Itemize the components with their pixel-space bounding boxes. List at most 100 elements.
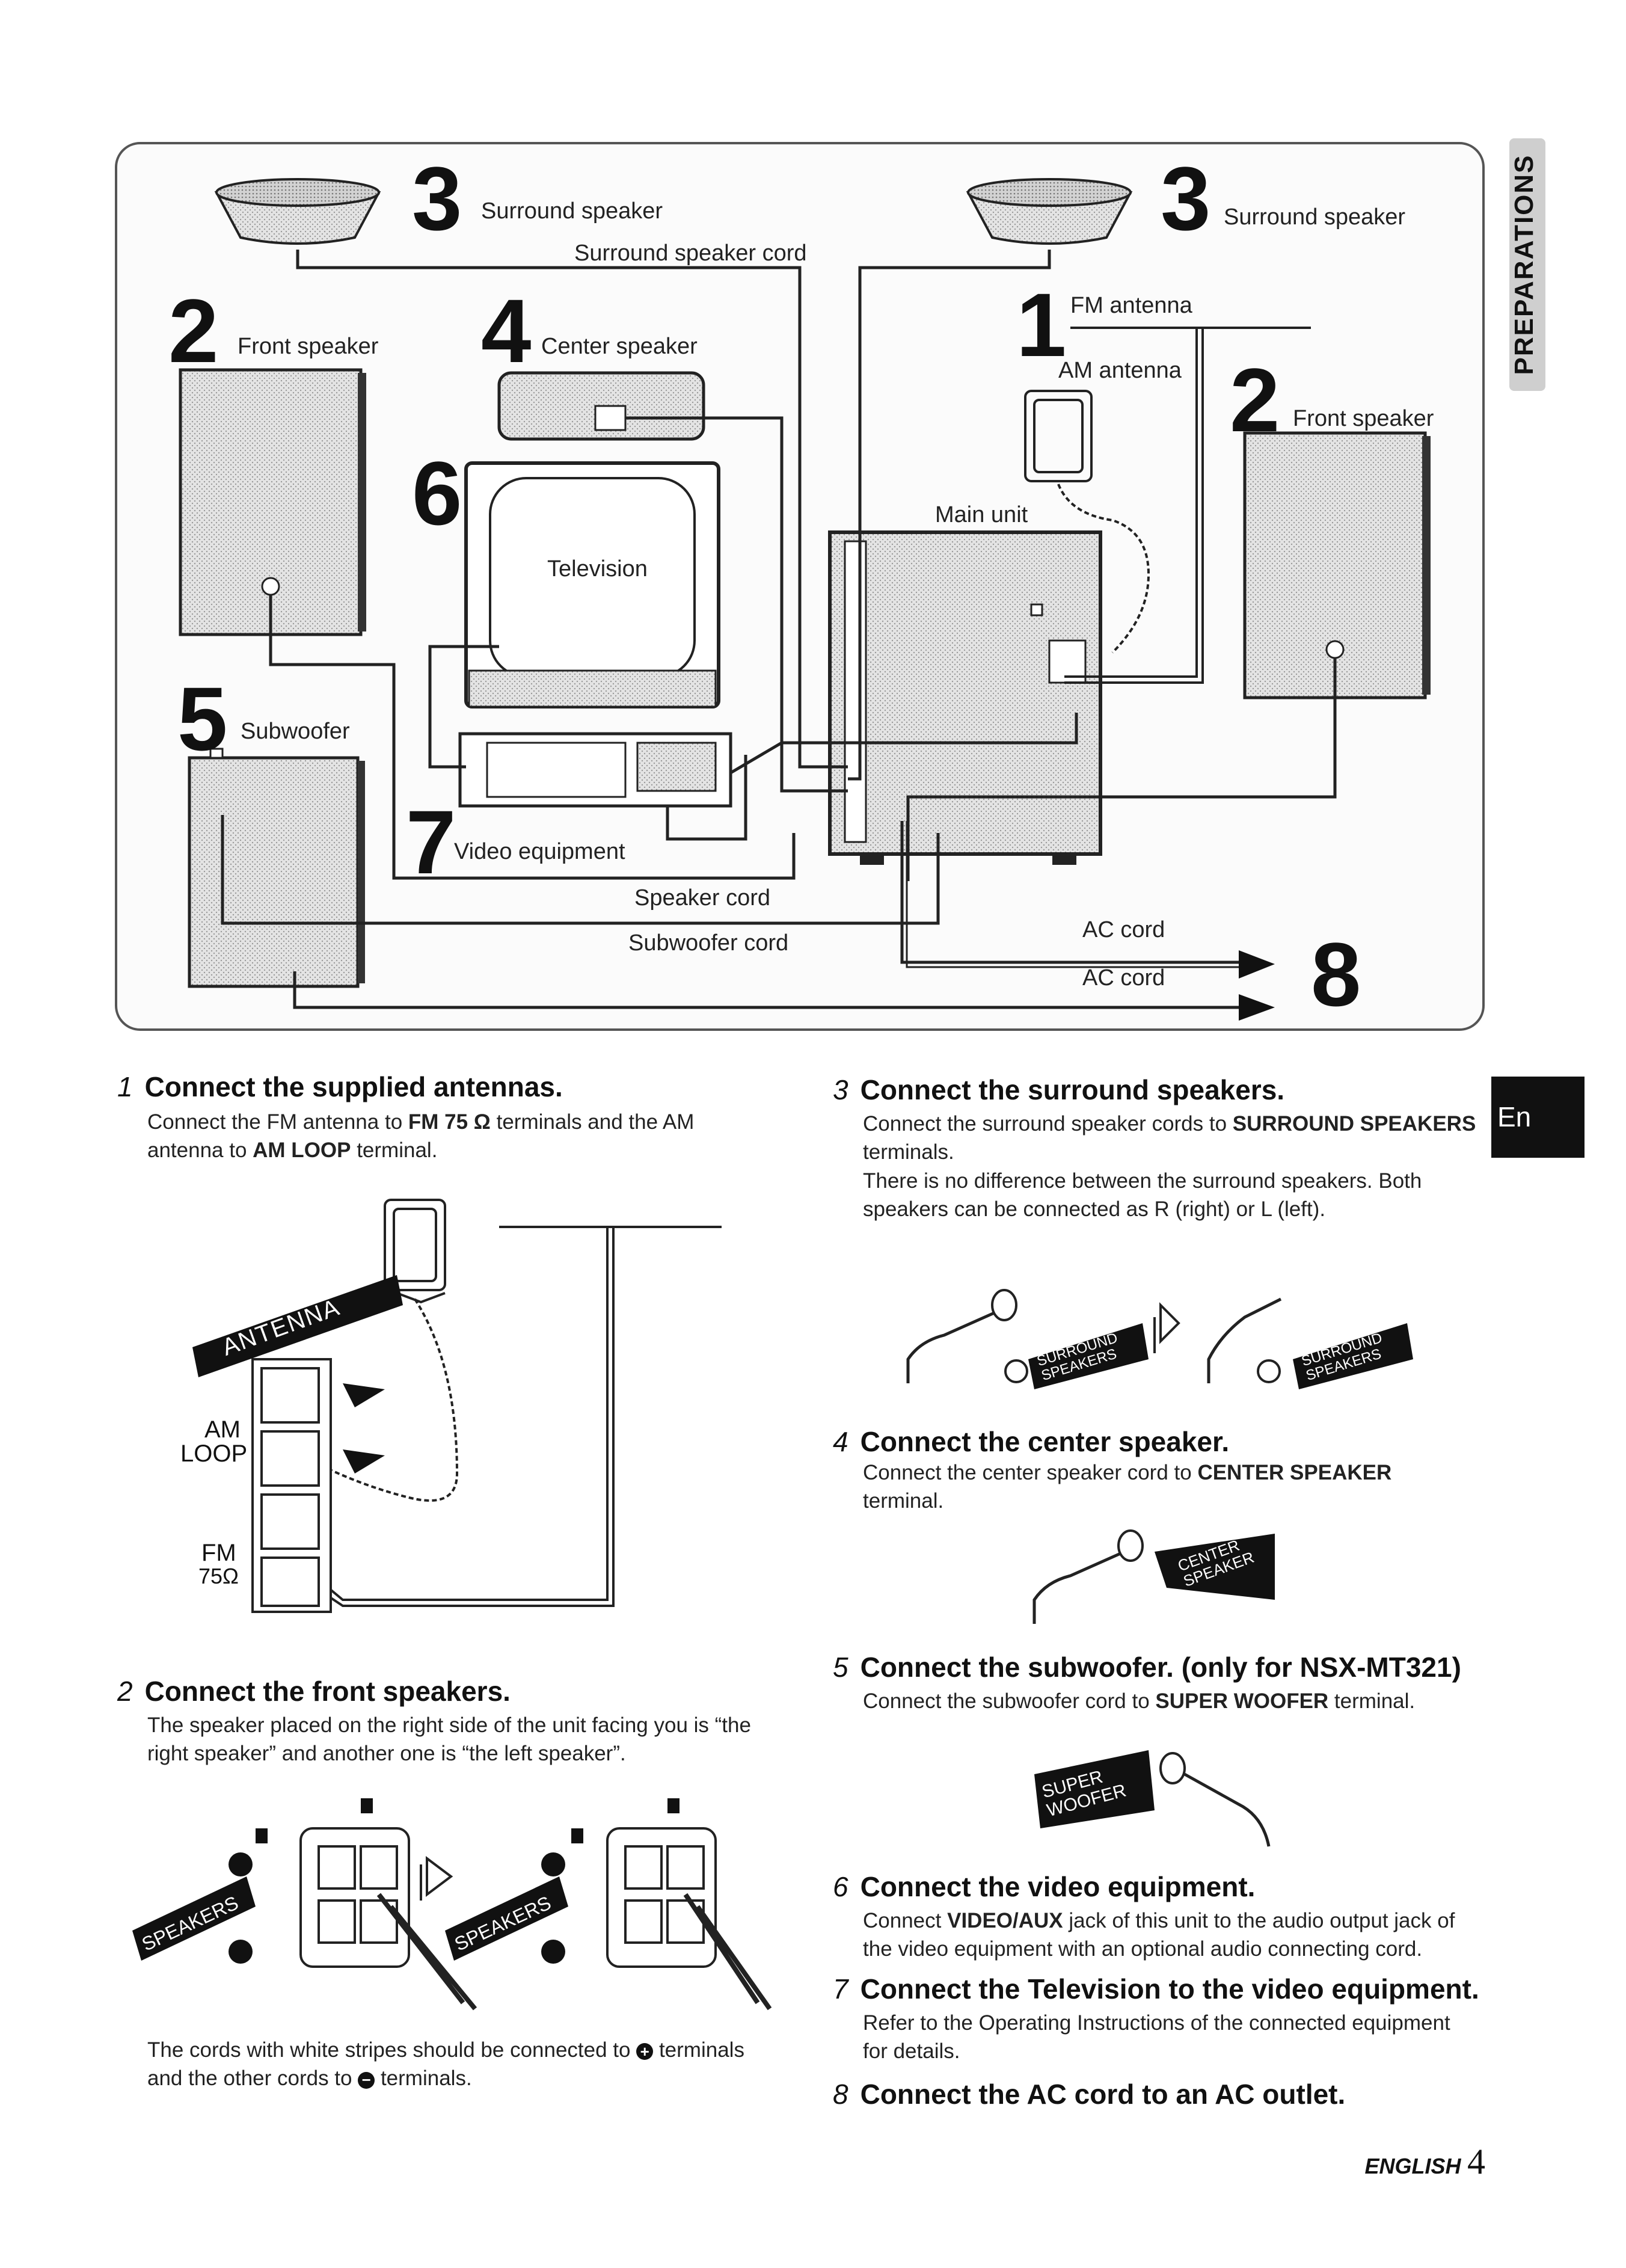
speakers-plate-right (445, 1876, 568, 1961)
step-8-title: 8 Connect the AC cord to an AC outlet. (833, 2078, 1482, 2111)
step-5-text-b: terminal. (1328, 1689, 1416, 1713)
step-5-text-a: Connect the subwoofer cord to (863, 1689, 1156, 1713)
step-8-heading: Connect the AC cord to an AC outlet. (860, 2079, 1346, 2110)
ac-arrow-2 (1239, 994, 1275, 1021)
step-5-body: Connect the subwoofer cord to SUPER WOOF… (863, 1687, 1476, 1715)
minus-terminal-icon: − (358, 2072, 375, 2089)
step-2-note: The cords with white stripes should be c… (147, 2036, 767, 2093)
step-2-number: 2 (117, 1676, 133, 1707)
diagram-number-3-left: 3 (412, 148, 462, 249)
center-plate (1155, 1534, 1275, 1600)
surround-illustration: SURROUND SPEAKERS SURROUND SPEAKERS (896, 1269, 1413, 1401)
label-surround-speaker-cord: Surround speaker cord (574, 241, 807, 266)
step-7-heading: Connect the Television to the video equi… (860, 1973, 1479, 2005)
front-speaker-left (179, 368, 366, 636)
step-3-number: 3 (833, 1074, 848, 1105)
step-6-text-a: Connect (863, 1909, 948, 1932)
step-5-text-terminal: SUPER WOOFER (1155, 1689, 1329, 1713)
step-1-heading: Connect the supplied antennas. (144, 1071, 563, 1102)
step-1-text-b: terminals and the AM antenna to (147, 1110, 695, 1163)
diagram-number-8: 8 (1311, 924, 1361, 1025)
loop-label: LOOP (180, 1440, 248, 1467)
speaker-terminal-svg (132, 1798, 772, 2011)
step-1-title: 1 Connect the supplied antennas. (117, 1071, 797, 1104)
video-equipment-device (458, 732, 732, 808)
diagram-number-1: 1 (1016, 274, 1067, 375)
super-woofer-plate (1034, 1750, 1155, 1828)
step-1-number: 1 (117, 1071, 133, 1102)
main-unit (828, 530, 1102, 865)
step-4-title: 4 Connect the center speaker. (833, 1425, 1482, 1458)
diagram-number-2-right: 2 (1230, 349, 1280, 450)
step-4-body: Connect the center speaker cord to CENTE… (863, 1458, 1476, 1516)
super-woofer-illustration: SUPER WOOFER (1028, 1732, 1293, 1852)
diagram-number-2-left: 2 (168, 280, 219, 381)
step-1-text-c: terminal. (351, 1139, 438, 1163)
ac-arrow-1 (1239, 950, 1275, 979)
am-label: AM (204, 1416, 241, 1443)
label-surround-speaker-right: Surround speaker (1224, 204, 1406, 230)
diagram-number-6: 6 (412, 443, 462, 544)
step-6-text-jack: VIDEO/AUX (947, 1909, 1063, 1932)
label-speaker-cord: Speaker cord (634, 885, 771, 911)
fm-antenna-wire (1064, 327, 1311, 684)
step-2-note-c: terminals. (375, 2067, 472, 2091)
step-6-title: 6 Connect the video equipment. (833, 1870, 1482, 1904)
label-center-speaker: Center speaker (541, 334, 698, 359)
label-front-speaker-right: Front speaker (1293, 406, 1434, 431)
speakers-plate-left (132, 1876, 256, 1961)
step-8-number: 8 (833, 2079, 848, 2110)
step-3-title: 3 Connect the surround speakers. (833, 1074, 1482, 1107)
step-6-heading: Connect the video equipment. (860, 1871, 1256, 1902)
step-7-body: Refer to the Operating Instructions of t… (863, 2011, 1450, 2064)
insert-arrow-2 (343, 1449, 385, 1474)
step-3-text-c: There is no difference between the surro… (863, 1169, 1422, 1221)
step-2-note-a: The cords with white stripes should be c… (147, 2038, 637, 2062)
front-speaker-right (1243, 431, 1431, 699)
step-3-heading: Connect the surround speakers. (860, 1074, 1285, 1105)
step-5-heading: Connect the subwoofer. (only for NSX-MT3… (860, 1652, 1461, 1683)
surround-speaker-left (214, 178, 381, 245)
step-4-heading: Connect the center speaker. (860, 1426, 1230, 1457)
diagram-number-3-right: 3 (1161, 148, 1211, 249)
section-tab-preparations (1509, 138, 1545, 391)
diagram-number-7: 7 (406, 791, 456, 893)
step-6-number: 6 (833, 1871, 848, 1902)
label-fm-antenna: FM antenna (1070, 293, 1192, 318)
label-ac-cord-1: AC cord (1082, 917, 1165, 942)
diagram-number-5: 5 (177, 668, 228, 769)
label-front-speaker-left: Front speaker (238, 334, 379, 359)
step-3-text-a: Connect the surround speaker cords to (863, 1112, 1233, 1136)
step-2-body: The speaker placed on the right side of … (147, 1713, 751, 1766)
step-1-text-am: AM LOOP (253, 1139, 351, 1163)
step-4-text-terminal: CENTER SPEAKER (1197, 1461, 1392, 1484)
antenna-illustration-svg (192, 1199, 722, 1613)
step-4-text-b: terminal. (863, 1489, 944, 1513)
language-tab-label: En (1497, 1101, 1532, 1132)
step-3-body: Connect the surround speaker cords to SU… (863, 1110, 1476, 1223)
step-1-text-fm: FM 75 Ω (408, 1110, 491, 1134)
step-4-number: 4 (833, 1426, 848, 1457)
page-footer: ENGLISH 4 (1341, 2141, 1485, 2183)
step-1-text-a: Connect the FM antenna to (147, 1110, 408, 1134)
center-illustration: CENTER SPEAKER (1022, 1510, 1287, 1630)
label-television: Television (547, 556, 648, 582)
connection-diagram: 3 3 2 4 1 2 6 5 7 8 Surround speaker Sur… (114, 141, 1485, 1031)
fm-label: FM (201, 1540, 236, 1566)
cords (221, 250, 1337, 1009)
footer-language: ENGLISH (1364, 2154, 1461, 2178)
antenna-panel-plate (192, 1275, 403, 1377)
surround-illustration-svg (906, 1289, 1413, 1389)
surround-speaker-right (966, 178, 1133, 245)
super-woofer-svg (1034, 1750, 1271, 1847)
step-1-body: Connect the FM antenna to FM 75 Ω termin… (147, 1108, 767, 1165)
step-6-body: Connect VIDEO/AUX jack of this unit to t… (863, 1907, 1476, 1964)
step-3-text-b: terminals. (863, 1140, 954, 1164)
center-speaker (497, 371, 705, 441)
step-3-text-terminal: SURROUND SPEAKERS (1232, 1112, 1476, 1136)
fm-ohm-label: 75Ω (198, 1564, 239, 1588)
label-ac-cord-2: AC cord (1082, 965, 1165, 991)
